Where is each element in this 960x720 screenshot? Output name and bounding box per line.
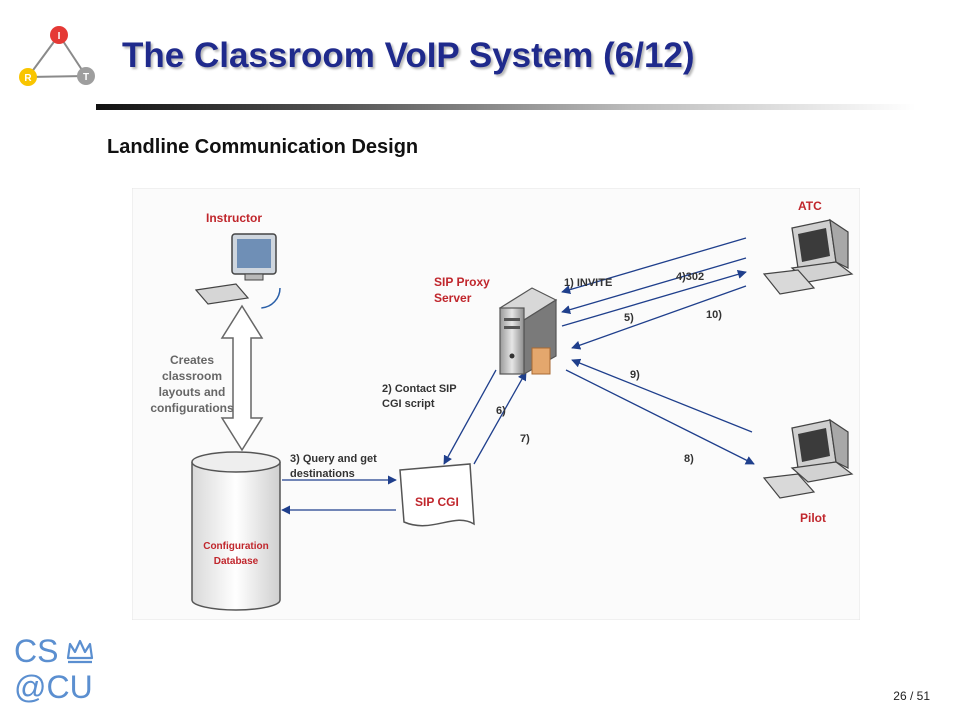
proxy-label-line2: Server — [434, 291, 472, 305]
svg-text:@CU: @CU — [14, 669, 93, 704]
bidirectional-arrow-icon — [220, 304, 264, 452]
query-label-line1: 3) Query and get — [290, 453, 377, 465]
creates-label-line4: configurations — [150, 401, 234, 415]
step8-label: 8) — [684, 453, 694, 465]
database-label-line2: Database — [214, 556, 259, 567]
creates-label-line3: layouts and — [159, 385, 226, 399]
cs-at-cu-logo: CS @CU — [14, 633, 94, 704]
step7-label: 7) — [520, 433, 530, 445]
instructor-label: Instructor — [206, 211, 262, 225]
query-label-line2: destinations — [290, 468, 355, 480]
step1-label: 1) INVITE — [564, 277, 612, 289]
voip-diagram: Instructor Creates classroom layouts and… — [132, 188, 860, 620]
slide-title: The Classroom VoIP System (6/12) — [122, 36, 695, 75]
database-label-line1: Configuration — [203, 541, 269, 552]
database-cylinder-icon — [191, 451, 281, 611]
arrow-cgi-to-proxy — [473, 371, 527, 465]
step5-label: 5) — [624, 312, 634, 324]
crown-icon — [66, 639, 94, 664]
title-divider — [96, 104, 916, 110]
creates-label-line1: Creates — [170, 353, 214, 367]
step6-label: 6) — [496, 405, 506, 417]
svg-text:R: R — [24, 73, 32, 84]
proxy-label-line1: SIP Proxy — [434, 275, 490, 289]
arrow-pilot-to-proxy-9 — [571, 358, 753, 433]
svg-text:CS: CS — [14, 633, 58, 669]
arrow-proxy-to-atc-302 — [561, 269, 747, 327]
pilot-label: Pilot — [800, 511, 826, 525]
cgi-label: SIP CGI — [415, 495, 459, 509]
logo-node-t: T — [77, 67, 95, 85]
irt-logo: I R T — [19, 26, 95, 86]
instructor-computer-icon — [194, 233, 281, 309]
svg-text:I: I — [58, 31, 61, 42]
contact-label-line1: 2) Contact SIP — [382, 383, 457, 395]
arrow-proxy-to-cgi — [443, 369, 497, 465]
arrow-proxy-to-pilot-8 — [565, 369, 755, 465]
sip-cgi-document-icon — [399, 463, 475, 527]
pilot-computer-icon — [762, 418, 854, 499]
creates-label-line2: classroom — [162, 369, 222, 383]
step10-label: 10) — [706, 309, 722, 321]
svg-text:T: T — [83, 72, 89, 83]
logo-node-i: I — [50, 26, 68, 44]
atc-label: ATC — [798, 199, 822, 213]
step9-label: 9) — [630, 369, 640, 381]
contact-label-line2: CGI script — [382, 398, 435, 410]
atc-computer-icon — [762, 218, 854, 295]
server-tower-icon — [498, 287, 558, 376]
arrow-atc-to-proxy-invite — [561, 237, 747, 295]
page-number: 26 / 51 — [893, 689, 930, 703]
arrow-atc-to-proxy-5 — [561, 257, 747, 315]
arrow-atc-to-proxy-10 — [571, 285, 747, 350]
step4-label: 4)302 — [676, 271, 704, 283]
slide-subtitle: Landline Communication Design — [107, 136, 419, 158]
logo-node-r: R — [19, 68, 37, 86]
